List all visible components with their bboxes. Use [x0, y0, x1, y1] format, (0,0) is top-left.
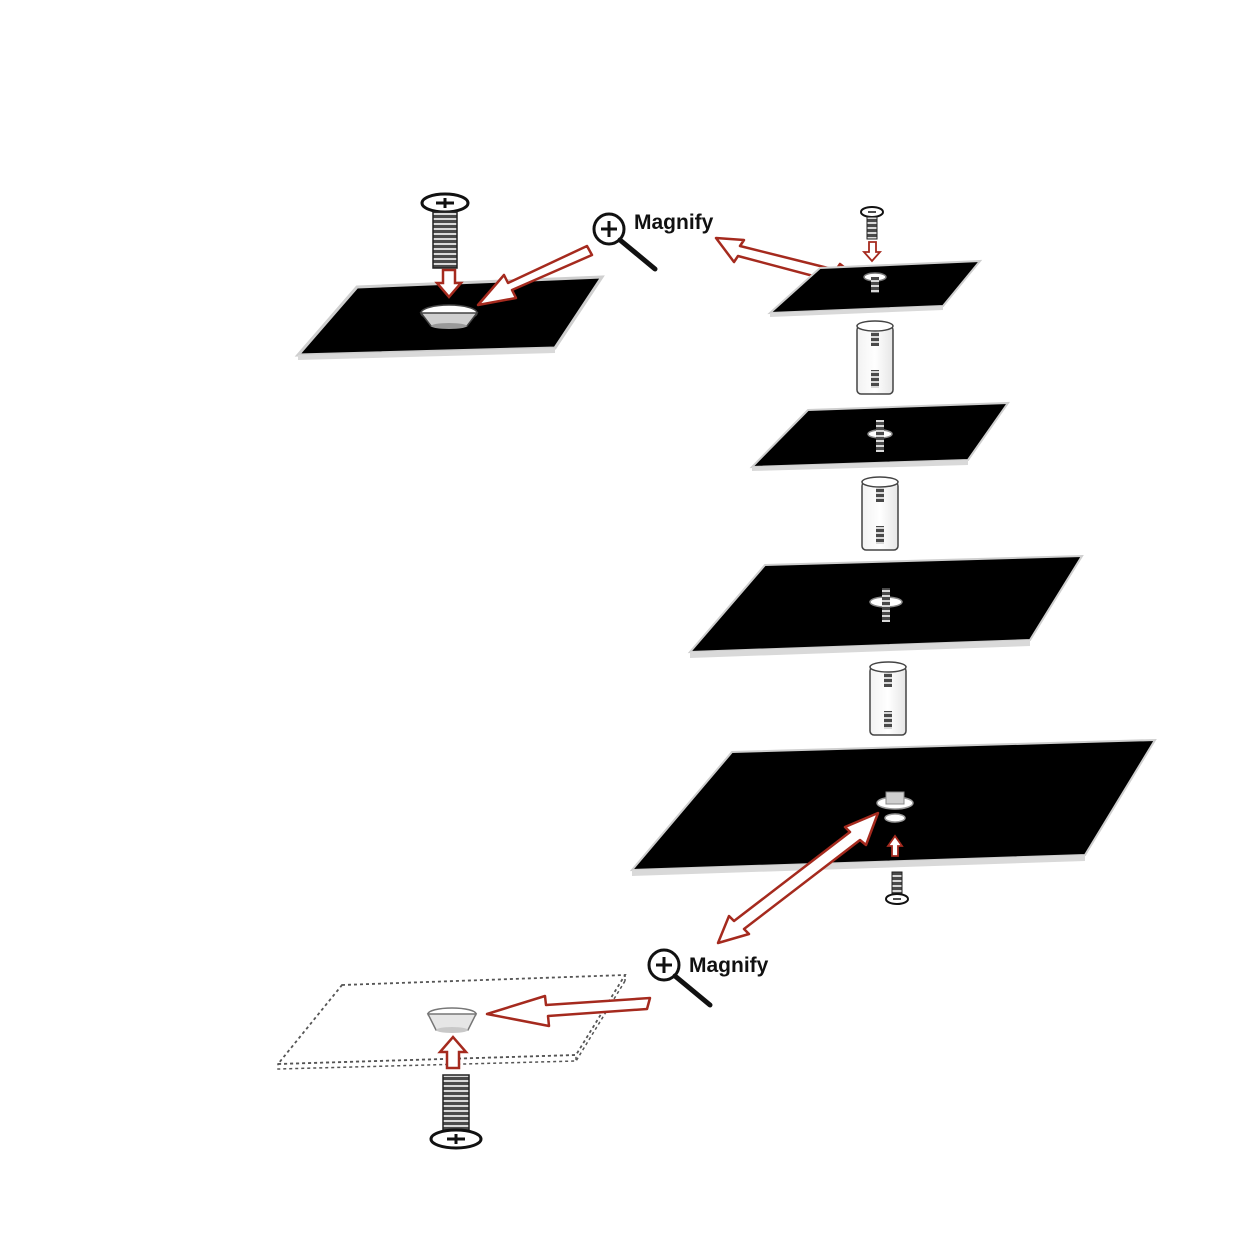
arrow-up-icon	[437, 1035, 469, 1070]
arrow-pointer-icon	[476, 244, 594, 307]
magnify-label-top: Magnify	[634, 211, 714, 234]
arrow-down-icon	[861, 241, 883, 263]
arrow-pointer-icon	[485, 994, 652, 1028]
arrow-up-icon	[886, 834, 904, 857]
standoff-base-icon	[876, 791, 914, 823]
screw-icon	[885, 871, 909, 905]
double-arrow-icon	[716, 811, 880, 945]
washer-icon	[863, 272, 887, 293]
countersink-hole	[419, 304, 479, 329]
screw-icon	[429, 1074, 483, 1150]
standoff-spacer-icon	[856, 320, 894, 395]
panel-top-left	[294, 275, 605, 360]
standoff-spacer-icon	[869, 661, 907, 736]
arrow-down-icon	[434, 268, 464, 299]
washer-icon	[869, 588, 903, 622]
standoff-spacer-icon	[861, 476, 899, 551]
countersink-hole	[426, 1007, 478, 1033]
panel-bottom-left-outline	[276, 974, 627, 1070]
washer-icon	[867, 420, 893, 452]
magnify-label-bottom: Magnify	[689, 954, 769, 977]
screw-icon	[860, 206, 884, 240]
screw-icon	[420, 192, 470, 270]
